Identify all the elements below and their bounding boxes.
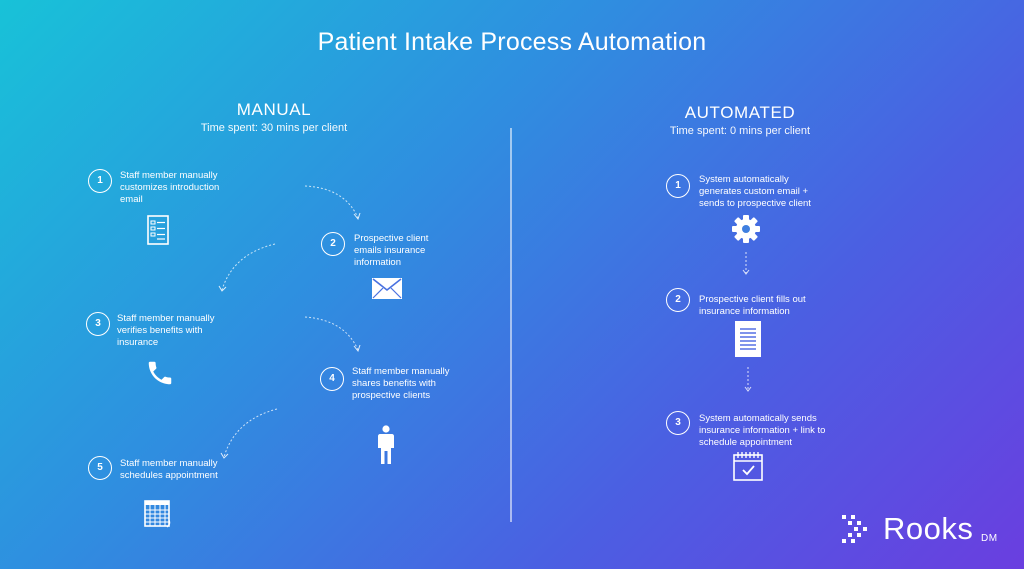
manual-step-1-text: Staff member manually customizes introdu…	[120, 170, 220, 205]
auto-arrowhead-2	[744, 386, 752, 392]
phone-icon	[145, 358, 175, 388]
document-list-icon	[147, 215, 169, 245]
logo-suffix: DM	[981, 533, 998, 544]
page-title: Patient Intake Process Automation	[317, 28, 707, 56]
rooks-logo: Rooks DM	[841, 511, 1011, 551]
column-divider	[510, 128, 512, 522]
logo-name: Rooks	[883, 511, 974, 546]
automated-step-3-badge: 3	[666, 411, 690, 435]
manual-step-3-badge: 3	[86, 312, 110, 336]
automated-step-1-badge: 1	[666, 174, 690, 198]
automated-step-1-text: System automatically generates custom em…	[699, 174, 811, 209]
automated-header: AUTOMATED Time spent: 0 mins per client	[640, 103, 840, 137]
gear-icon	[731, 214, 761, 244]
arrowhead-3	[353, 344, 361, 353]
manual-subtitle: Time spent: 30 mins per client	[200, 122, 348, 134]
manual-step-5-text: Staff member manually schedules appointm…	[120, 458, 218, 481]
automated-heading: AUTOMATED	[684, 103, 796, 122]
arrow-1-to-2	[304, 185, 359, 219]
arrowhead-4	[220, 452, 229, 459]
manual-step-4-badge: 4	[320, 367, 344, 391]
manual-step-4-text: Staff member manually shares benefits wi…	[352, 366, 450, 401]
automated-step-2-badge: 2	[666, 288, 690, 312]
arrowhead-2	[218, 285, 227, 292]
manual-heading: MANUAL	[236, 100, 312, 119]
arrow-2-to-3	[221, 243, 276, 291]
auto-arrowhead-1	[742, 269, 750, 275]
envelope-icon	[372, 278, 402, 299]
arrow-3-to-4	[304, 316, 359, 351]
calendar-grid-icon	[144, 500, 172, 528]
calendar-check-icon	[733, 451, 763, 481]
arrowhead-1	[353, 212, 361, 221]
rooks-chevron-icon	[842, 515, 867, 543]
manual-arrows	[0, 0, 512, 569]
person-icon	[377, 425, 395, 465]
manual-step-3-text: Staff member manually verifies benefits …	[117, 313, 215, 348]
automated-subtitle: Time spent: 0 mins per client	[669, 125, 811, 137]
arrow-4-to-5	[223, 408, 278, 458]
manual-step-2-badge: 2	[321, 232, 345, 256]
automated-step-2-text: Prospective client fills out insurance i…	[699, 294, 806, 317]
manual-header: MANUAL Time spent: 30 mins per client	[174, 100, 374, 134]
form-document-icon	[735, 321, 761, 357]
manual-step-5-badge: 5	[88, 456, 112, 480]
automated-step-3-text: System automatically sends insurance inf…	[699, 413, 826, 448]
manual-step-1-badge: 1	[88, 169, 112, 193]
automated-arrows	[742, 252, 752, 392]
manual-step-2-text: Prospective client emails insurance info…	[354, 233, 429, 268]
